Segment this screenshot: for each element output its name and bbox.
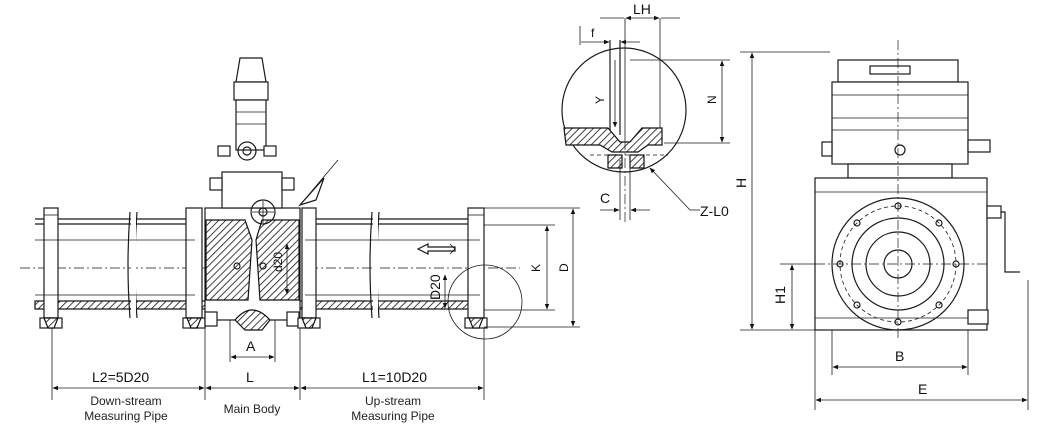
upstream-caption-line1: Up-stream [365,394,421,408]
main-body-caption: Main Body [224,402,281,416]
D20-label: D20 [427,274,443,300]
y-label: Y [593,96,607,104]
side-handle [987,211,1020,273]
pipe-assembly-view: d20 D20 K D A L2=5D20 L L1=10D20 Down-st… [20,57,580,423]
f-label: f [591,26,595,40]
downstream-caption-line1: Down-stream [90,394,161,408]
pipe-break-lines [127,211,380,319]
downstream-flange-left [39,207,63,329]
converter-housing [831,81,969,165]
flow-direction-arrow [416,243,456,255]
d20-label: d20 [271,252,285,272]
downstream-flange-right [182,207,206,329]
detail-hatched-wall [563,127,663,153]
meter-body-front [814,177,988,331]
zl0-label: Z-L0 [700,203,729,219]
pipe-top-wall [35,218,480,225]
l-label: L [246,369,254,385]
meter-main-body [204,207,301,331]
front-view: H H1 B E [733,40,1029,410]
downstream-caption-line2: Measuring Pipe [84,409,168,423]
a-label: A [246,338,256,354]
detail-circle [561,47,687,173]
detail-view: LH f Y N C Z-L0 [561,1,730,225]
e-label: E [918,381,927,397]
upstream-caption-line2: Measuring Pipe [351,409,435,423]
n-label: N [705,95,719,104]
l1-label: L1=10D20 [362,369,427,385]
k-label: K [529,264,543,272]
detail-circle-marker [447,264,523,340]
h1-label: H1 [772,286,788,304]
bolt-holes [836,202,960,326]
l2-label: L2=5D20 [92,369,149,385]
lh-label: LH [633,1,651,17]
upstream-flange-left [297,207,321,329]
d-label: D [557,263,571,272]
c-label: C [600,190,610,206]
converter-column [209,57,295,225]
h-label: H [733,178,749,188]
b-label: B [895,348,904,364]
upstream-flange-right [464,207,488,329]
